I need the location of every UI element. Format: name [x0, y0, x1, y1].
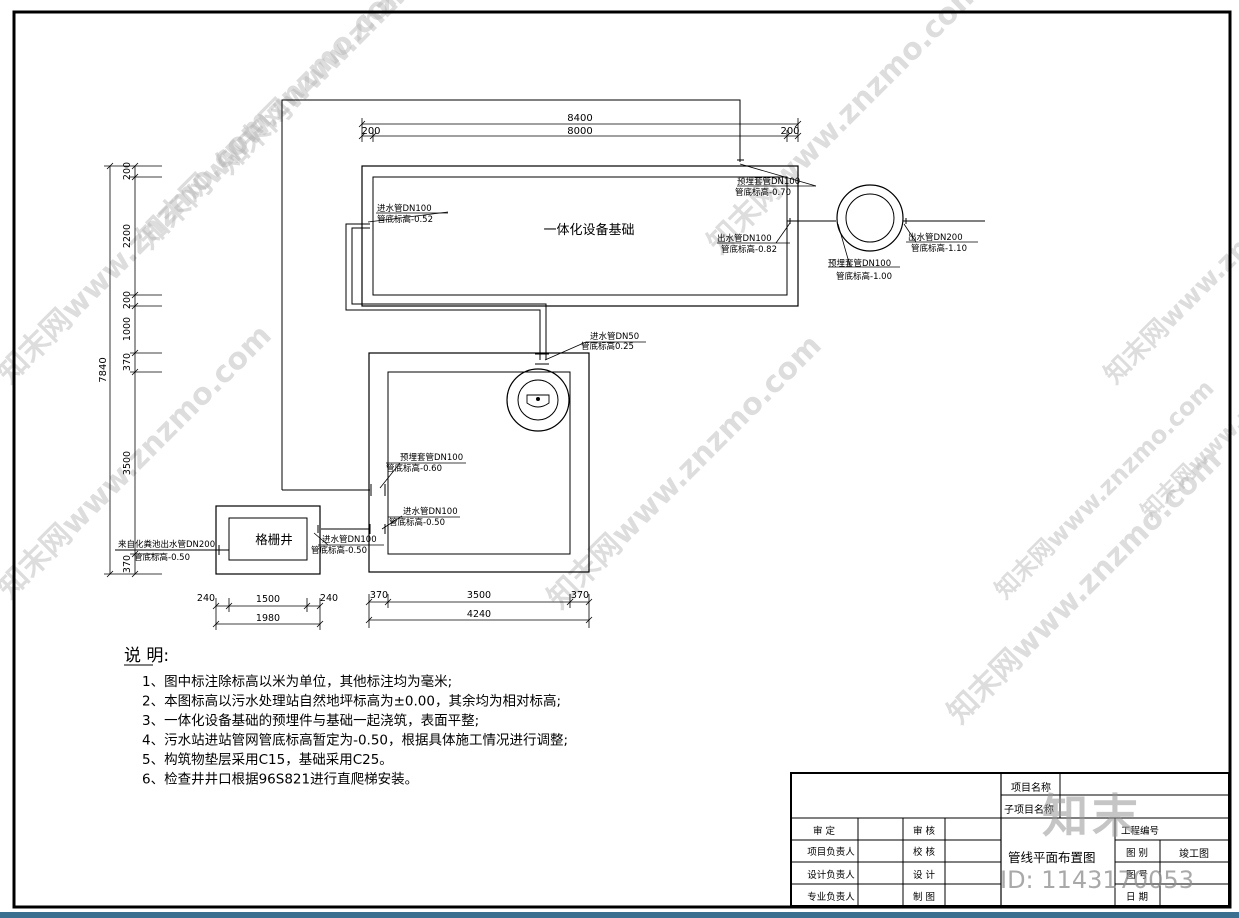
- manhole-outlet-elevation: 管底标高-1.10: [911, 243, 967, 254]
- grid-outlet-elevation: 管底标高-0.50: [311, 545, 367, 556]
- tb-design: 设 计: [913, 869, 936, 881]
- grid-well: [215, 505, 321, 575]
- site-watermark: 知末网www.znzmo.com: [701, 0, 989, 261]
- note-item: 3、一体化设备基础的预埋件与基础一起浇筑，表面平整;: [142, 712, 479, 729]
- septic-inlet-elevation: 管底标高-0.50: [134, 552, 190, 563]
- tank-sleeve-label: 预埋套管DN100: [400, 452, 463, 463]
- dim-top-left: 200: [361, 126, 380, 137]
- tank-dimension: [365, 594, 593, 628]
- title-block: [790, 772, 1230, 907]
- tank-well-symbol: [506, 368, 570, 432]
- leader-tank-inlet50: [544, 341, 587, 361]
- brand-watermark: 知末: [1042, 789, 1142, 843]
- tank-inlet-elevation: 管底标高-0.50: [389, 517, 445, 528]
- tb-draft: 制 图: [913, 891, 935, 903]
- tb-check: 校 核: [913, 846, 936, 858]
- dim-left-segment: 200: [122, 291, 133, 309]
- tb-sub-project-name: 子项目名称: [1004, 803, 1054, 816]
- foundation-inlet-elevation: 管底标高-0.52: [377, 214, 433, 225]
- dim-tank-left: 370: [370, 590, 388, 601]
- leader-foundation-sleeve: [739, 163, 817, 187]
- drawing-frame: [12, 10, 1232, 909]
- tb-design-lead: 设计负责人: [807, 869, 855, 881]
- tb-review: 审 核: [913, 825, 936, 837]
- top-pipe-route: [281, 99, 741, 490]
- dim-left-segment: 370: [122, 555, 133, 573]
- note-item: 6、检查井井口根据96S821进行直爬梯安装。: [142, 772, 418, 788]
- note-item: 5、构筑物垫层采用C15，基础采用C25。: [142, 751, 393, 768]
- foundation-inlet-label: 进水管DN100: [377, 203, 432, 214]
- left-dimension-segments: 200 2200 200 1000 370 3500 370: [122, 162, 133, 573]
- tb-category-value: 竣工图: [1179, 847, 1209, 860]
- tb-drawing-title: 管线平面布置图: [1008, 850, 1096, 865]
- note-item: 2、本图标高以污水处理站自然地坪标高为±0.00，其余均为相对标高;: [142, 693, 561, 710]
- foundation-outlet-label: 出水管DN100: [717, 233, 772, 244]
- foundation-inlet-pipe-inner: [351, 227, 547, 360]
- dim-top-inner: 8000: [567, 126, 592, 137]
- left-dimension: [104, 162, 162, 578]
- dim-left-segment: 370: [122, 353, 133, 371]
- leader-manhole-sleeve: [837, 223, 851, 267]
- manhole-sleeve-label: 预埋套管DN100: [828, 258, 891, 269]
- tank-inlet50-elevation: 管底标高0.25: [581, 341, 634, 352]
- dim-grid-right: 240: [320, 593, 338, 604]
- dim-left-segment: 200: [122, 162, 133, 180]
- dim-tank-inner: 3500: [467, 590, 491, 601]
- tb-project-name: 项目名称: [1011, 781, 1051, 794]
- septic-inlet-label: 来自化粪池出水管DN200: [118, 539, 215, 550]
- manhole-sleeve-elevation: 管底标高-1.00: [836, 271, 892, 282]
- dim-left-segment: 1000: [122, 317, 133, 341]
- tb-discipline-lead: 专业负责人: [807, 891, 855, 903]
- leader-tank-sleeve: [379, 462, 401, 489]
- grid-outlet-label: 进水管DN100: [322, 534, 377, 545]
- dim-grid-width: 1500: [256, 594, 280, 605]
- top-dimension: [358, 118, 802, 142]
- manhole-outlet-label: 出水管DN200: [908, 232, 963, 243]
- dim-left-segment: 2200: [122, 224, 133, 248]
- tb-project-lead: 项目负责人: [807, 846, 855, 858]
- dim-grid-total: 1980: [256, 613, 280, 624]
- foundation-sleeve-elevation: 管底标高-0.70: [735, 187, 791, 198]
- dim-top-total: 8400: [567, 113, 592, 124]
- inspection-manhole: [836, 184, 904, 252]
- dim-top-right: 200: [780, 126, 799, 137]
- foundation-outlet-elevation: 管底标高-0.82: [721, 244, 777, 255]
- tank-sleeve-elevation: 管底标高-0.60: [386, 463, 442, 474]
- dim-left-total: 7840: [98, 357, 109, 382]
- equipment-foundation-label: 一体化设备基础: [543, 222, 634, 238]
- dim-tank-total: 4240: [467, 609, 491, 620]
- notes-title: 说 明:: [124, 646, 169, 666]
- bottom-edge-bar: [0, 912, 1239, 918]
- note-item: 4、污水站进站管网管底标高暂定为-0.50，根据具体施工情况进行调整;: [142, 732, 568, 749]
- dim-grid-left: 240: [197, 593, 215, 604]
- grid-well-label: 格栅井: [255, 532, 293, 547]
- leader-foundation-outlet: [775, 222, 791, 244]
- leader-tank-inlet: [381, 515, 403, 530]
- leader-grid-outlet: [313, 532, 329, 546]
- foundation-sleeve-label: 预埋套管DN100: [737, 176, 800, 187]
- leader-foundation-inlet: [367, 211, 449, 223]
- site-watermark: 知末网www.znzmo.com: [1099, 141, 1239, 390]
- tb-drawing-no: 图 号: [1126, 870, 1148, 881]
- tank-inlet-label: 进水管DN100: [403, 506, 458, 517]
- grid-dimension: [212, 598, 324, 630]
- site-watermark: 知末网www.znzmo.com: [211, 0, 499, 181]
- tb-category: 图 别: [1126, 848, 1148, 859]
- id-watermark: ID: 1143170053: [1000, 866, 1194, 894]
- tank-inlet50-label: 进水管DN50: [590, 331, 639, 342]
- watermark-layer: 知末网www.znzmo.com 知末网www.znzmo.com 知末网www.z…: [0, 0, 1239, 731]
- foundation-inlet-pipe-outer: [345, 223, 541, 360]
- leader-manhole-outlet: [903, 223, 917, 243]
- tb-approve: 审 定: [813, 825, 836, 837]
- dim-tank-right: 370: [571, 590, 589, 601]
- dim-left-segment: 3500: [122, 451, 133, 475]
- tb-date: 日 期: [1126, 892, 1148, 903]
- notes-list: 1、图中标注除标高以米为单位，其他标注均为毫米; 2、本图标高以污水处理站自然地坪…: [142, 673, 568, 788]
- tb-project-no: 工程编号: [1121, 825, 1159, 837]
- note-item: 1、图中标注除标高以米为单位，其他标注均为毫米;: [142, 673, 452, 690]
- equipment-foundation: [361, 165, 799, 307]
